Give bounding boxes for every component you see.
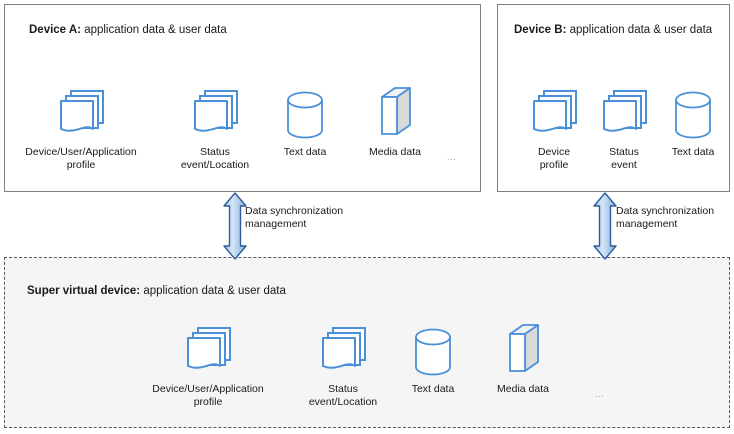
- item-text-data: Text data: [648, 83, 734, 159]
- super-virtual-device-panel: Super virtual device: application data &…: [4, 257, 730, 428]
- item-label: Text data: [283, 146, 327, 158]
- cylinder-icon: [410, 320, 456, 376]
- device-b-title-bold: Device B:: [514, 24, 567, 36]
- arrow-b-data-sync: [592, 192, 618, 260]
- item-device-user-application-profile: Device/User/Application profile: [16, 83, 146, 172]
- item-status-event-location: Status event/Location: [150, 83, 280, 172]
- device-a-panel: Device A: application data & user data D…: [4, 4, 481, 192]
- item-device-user-application-profile: Device/User/Application profile: [143, 320, 273, 409]
- item-device-profile: Device profile: [509, 83, 599, 172]
- item-label: Device/User/Application profile: [25, 146, 137, 171]
- super-virtual-device-title-rest: application data & user data: [140, 285, 286, 297]
- item-label: Device/User/Application profile: [152, 383, 264, 408]
- arrow-a-data-sync: [222, 192, 248, 260]
- item-label: Media data: [497, 383, 549, 395]
- arrow-a-label: Data synchronization management: [245, 205, 344, 230]
- item-label: Media data: [369, 146, 421, 158]
- cylinder-icon: [282, 83, 328, 139]
- item-label: Device profile: [537, 146, 571, 171]
- device-b-title-rest: application data & user data: [566, 24, 713, 36]
- item-text-data: Text data: [368, 320, 498, 396]
- document-stack-icon: [528, 83, 580, 139]
- device-a-title-rest: application data & user data: [81, 24, 227, 36]
- item-media-data: Media data: [458, 320, 588, 396]
- ellipsis-more-items: ...: [595, 389, 605, 399]
- item-text-data: Text data: [240, 83, 370, 159]
- cube-icon: [501, 320, 545, 376]
- device-a-title-bold: Device A:: [29, 24, 81, 36]
- device-b-panel: Device B: application data & user data D…: [497, 4, 730, 192]
- ellipsis-more-items: ...: [447, 152, 457, 162]
- document-stack-icon: [55, 83, 107, 139]
- item-label: Status event: [609, 146, 639, 171]
- item-media-data: Media data: [330, 83, 460, 159]
- arrow-b-label: Data synchronization management: [616, 205, 715, 230]
- device-b-items: Device profile Status event Text data: [498, 5, 729, 191]
- device-a-items: Device/User/Application profile Status e…: [5, 5, 480, 191]
- document-stack-icon: [189, 83, 241, 139]
- device-a-title: Device A: application data & user data: [29, 23, 227, 37]
- document-stack-icon: [317, 320, 369, 376]
- super-virtual-device-title-bold: Super virtual device:: [27, 285, 141, 297]
- item-status-event: Status event: [579, 83, 669, 172]
- super-virtual-device-title: Super virtual device: application data &…: [27, 284, 286, 298]
- item-label: Text data: [411, 383, 455, 395]
- cylinder-icon: [670, 83, 716, 139]
- cube-icon: [373, 83, 417, 139]
- document-stack-icon: [182, 320, 234, 376]
- super-virtual-device-items: Device/User/Application profile Status e…: [5, 258, 729, 427]
- item-label: Status event/Location: [308, 383, 378, 408]
- device-b-title: Device B: application data & user data: [514, 23, 712, 37]
- item-label: Status event/Location: [180, 146, 250, 171]
- item-status-event-location: Status event/Location: [278, 320, 408, 409]
- document-stack-icon: [598, 83, 650, 139]
- item-label: Text data: [671, 146, 715, 158]
